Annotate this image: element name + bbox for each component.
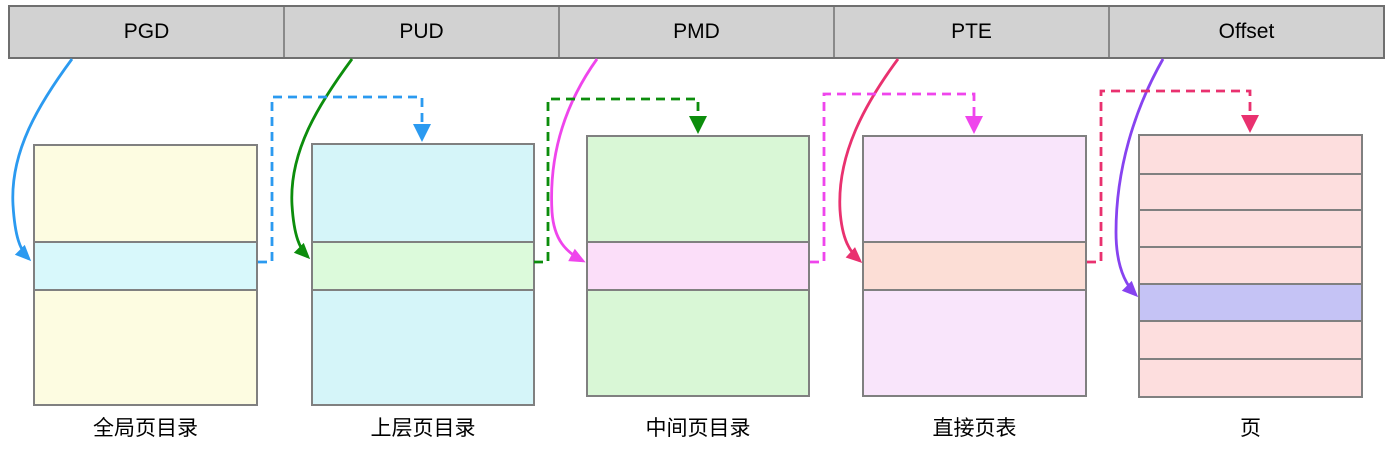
pte-to-page-link-arrowhead-icon [1241,115,1259,133]
table-pgd-selected-entry [35,241,256,289]
table-pmd-row [588,137,808,241]
table-page-row [1140,173,1361,209]
header-cell-pmd: PMD [558,7,833,57]
table-pmd-selected-entry [588,241,808,289]
table-pud [311,143,535,406]
table-pgd-row [35,289,256,404]
caption-pmd: 中间页目录 [645,417,751,440]
table-page-row [1140,246,1361,283]
caption-pte: 直接页表 [932,417,1017,440]
pgd-to-pud-link-arrowhead-icon [413,124,431,142]
table-pmd-row [588,289,808,395]
table-pte [862,135,1087,397]
address-header-bar: PGD PUD PMD PTE Offset [8,5,1385,59]
table-pud-selected-entry [313,241,533,289]
table-pte-row [864,289,1085,395]
header-cell-offset: Offset [1108,7,1383,57]
table-pte-row [864,137,1085,241]
table-page [1138,134,1363,398]
table-page-row [1140,358,1361,396]
header-cell-pte: PTE [833,7,1108,57]
table-pgd-row [35,146,256,241]
table-pgd [33,144,258,406]
pud-to-pmd-link-arrowhead-icon [689,116,707,134]
caption-pud: 上层页目录 [370,417,476,440]
table-pte-selected-entry [864,241,1085,289]
table-pmd [586,135,810,397]
table-page-row [1140,136,1361,173]
caption-pgd: 全局页目录 [93,417,198,440]
table-pud-row [313,145,533,241]
table-page-selected-entry [1140,283,1361,320]
pmd-to-pte-link-arrowhead-icon [965,116,983,134]
header-cell-pud: PUD [283,7,558,57]
caption-page: 页 [1240,417,1261,440]
table-page-row [1140,320,1361,358]
table-page-row [1140,209,1361,246]
table-pud-row [313,289,533,404]
header-cell-pgd: PGD [123,20,170,43]
